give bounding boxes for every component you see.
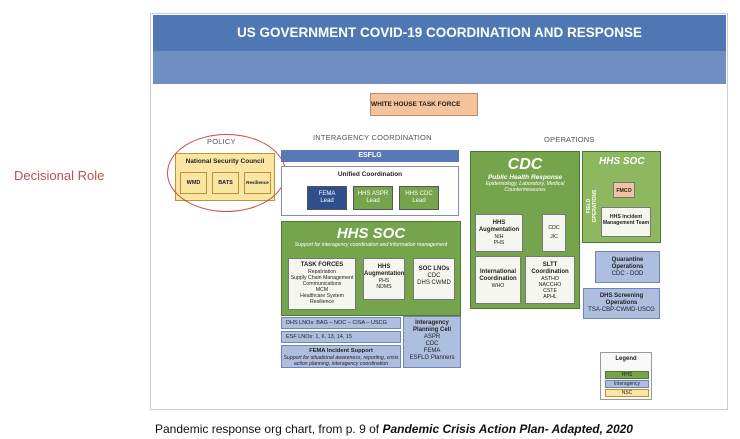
task-force-item: MCM xyxy=(315,287,329,293)
esflg-bar: ESFLG xyxy=(281,150,459,162)
esf-lnos-strip: ESF LNOs: 1, 6, 13, 14, 15 xyxy=(281,331,401,343)
sltt-item: NACCHO xyxy=(538,282,562,288)
fema-incident-support-strip: FEMA Incident Support Support for situat… xyxy=(281,345,401,368)
fmco-label: FMCO xyxy=(616,188,632,194)
slide-title: US GOVERNMENT COVID-19 COORDINATION AND … xyxy=(153,15,726,51)
cdc-hhs-augmentation-box: HHS Augmentation NIH PHS xyxy=(475,214,523,252)
soc-lnos-title: SOC LNOs xyxy=(418,266,450,272)
sltt-item: ASTHO xyxy=(541,276,559,282)
task-force-item: Supply Chain Management xyxy=(290,275,354,281)
unified-coordination-title: Unified Coordination xyxy=(337,171,403,178)
hhs-soc-operations-box: HHS SOC FIELD OPERATIONS FMCO HHS Incide… xyxy=(582,151,661,243)
ipc-item: ESFLG Planners xyxy=(409,355,455,361)
uc-fema-lead: FEMA Lead xyxy=(307,186,347,210)
hhs-soc-title: HHS SOC xyxy=(336,225,406,242)
hhs-augmentation-box: HHS Augmentation PHS NDMS xyxy=(363,258,405,300)
quarantine-sub: CDC - DOD xyxy=(611,271,644,277)
uc-fema-line2: Lead xyxy=(320,198,334,204)
caption-source: Pandemic Crisis Action Plan- Adapted, 20… xyxy=(382,422,633,436)
task-forces-title: TASK FORCES xyxy=(300,262,344,268)
legend-item-hhs: HHS xyxy=(605,371,649,379)
legend-title: Legend xyxy=(615,356,637,362)
uc-hhs-aspr-lead: HHS ASPR Lead xyxy=(353,186,393,210)
sltt-title: SLTT Coordination xyxy=(531,262,569,275)
quarantine-title: Quarantine Operations xyxy=(611,257,644,270)
ipc-title: Interagency Planning Cell xyxy=(412,320,451,333)
decisional-role-ellipse xyxy=(167,134,286,212)
cdc-title: CDC xyxy=(507,156,543,173)
incident-management-team-box: HHS Incident Management Team xyxy=(601,207,651,237)
cdc-aug-item: NIH xyxy=(494,234,504,240)
ipc-item: CDC xyxy=(425,341,439,347)
cdc-jic-box: CDC JIC xyxy=(542,214,566,252)
hhs-aug-item: PHS xyxy=(378,278,390,284)
quarantine-operations-box: Quarantine Operations CDC - DOD xyxy=(595,251,660,283)
fema-support-title: FEMA Incident Support xyxy=(309,348,373,354)
cdc-box: CDC Public Health Response Epidemiology,… xyxy=(470,151,580,309)
imt-label: HHS Incident Management Team xyxy=(602,214,650,226)
cdc-jic-line2: JIC xyxy=(550,234,558,240)
dhs-lnos-strip: DHS LNOs: BAG – NOC – CISA – USCG xyxy=(281,317,401,329)
dhs-screening-title: DHS Screening Operations xyxy=(599,293,644,306)
uc-aspr-line1: HHS ASPR xyxy=(357,191,389,197)
fema-support-sub: Support for situational awareness, repor… xyxy=(283,355,399,367)
uc-hhs-cdc-lead: HHS CDC Lead xyxy=(399,186,439,210)
sltt-item: APHL xyxy=(543,294,557,300)
caption: Pandemic response org chart, from p. 9 o… xyxy=(155,422,633,436)
legend-box: Legend HHS Interagency NSC xyxy=(600,352,652,400)
dhs-screening-sub: TSA-CBP-CWMD-USCG xyxy=(588,307,655,313)
task-forces-box: TASK FORCES Repatriation Supply Chain Ma… xyxy=(288,258,356,310)
title-sub-bar xyxy=(153,51,726,84)
interagency-planning-cell-box: Interagency Planning Cell ASPR CDC FEMA … xyxy=(403,316,461,368)
hhs-aug-item: NDMS xyxy=(376,284,392,290)
soc-lnos-item: CDC xyxy=(427,273,441,279)
task-force-item: Communications xyxy=(302,281,342,287)
ipc-item: FEMA xyxy=(423,348,441,354)
operations-header: OPERATIONS xyxy=(544,135,595,144)
cdc-subtitle-2: Epidemiology, Laboratory, Medical Counte… xyxy=(485,181,565,193)
sltt-item: CSTE xyxy=(543,288,557,294)
caption-prefix: Pandemic response org chart, from p. 9 o… xyxy=(155,422,383,436)
interagency-header: INTERAGENCY COORDINATION xyxy=(313,133,432,142)
soc-lnos-box: SOC LNOs CDC DHS CWMD xyxy=(413,258,455,300)
intl-title: International Coordination xyxy=(479,269,517,282)
field-operations-label: FIELD OPERATIONS xyxy=(586,189,598,223)
cdc-subtitle: Public Health Response xyxy=(487,174,563,181)
soc-lnos-item: DHS CWMD xyxy=(417,280,451,286)
dhs-screening-operations-box: DHS Screening Operations TSA-CBP-CWMD-US… xyxy=(583,288,660,319)
intl-item: WHO xyxy=(491,283,505,289)
cdc-aug-item: PHS xyxy=(493,240,505,246)
fmco-box: FMCO xyxy=(613,182,635,198)
legend-item-interagency: Interagency xyxy=(605,380,649,388)
sltt-coordination-box: SLTT Coordination ASTHO NACCHO CSTE APHL xyxy=(525,256,575,304)
cdc-aug-title: HHS Augmentation xyxy=(478,220,520,233)
uc-cdc-line2: Lead xyxy=(412,198,426,204)
white-house-task-force-box: WHITE HOUSE TASK FORCE xyxy=(370,93,478,116)
cdc-jic-line1: CDC xyxy=(548,225,560,231)
hhs-soc-box: HHS SOC Support for interagency coordina… xyxy=(281,221,461,316)
hhs-aug-title: HHS Augmentation xyxy=(364,264,405,277)
ipc-item: ASPR xyxy=(423,334,441,340)
uc-aspr-line2: Lead xyxy=(366,198,380,204)
task-force-item: Healthcare System Resilience xyxy=(300,293,344,305)
legend-item-nsc: NSC xyxy=(605,389,649,397)
decisional-role-label: Decisional Role xyxy=(14,168,105,183)
unified-coordination-box: Unified Coordination FEMA Lead HHS ASPR … xyxy=(281,166,459,216)
international-coordination-box: International Coordination WHO xyxy=(475,256,521,304)
task-force-item: Repatriation xyxy=(308,269,336,275)
hhs-soc-subtitle: Support for interagency coordination and… xyxy=(294,242,448,248)
uc-fema-line1: FEMA xyxy=(318,191,336,197)
hhs-soc-ops-title: HHS SOC xyxy=(599,156,645,167)
uc-cdc-line1: HHS CDC xyxy=(405,191,433,197)
